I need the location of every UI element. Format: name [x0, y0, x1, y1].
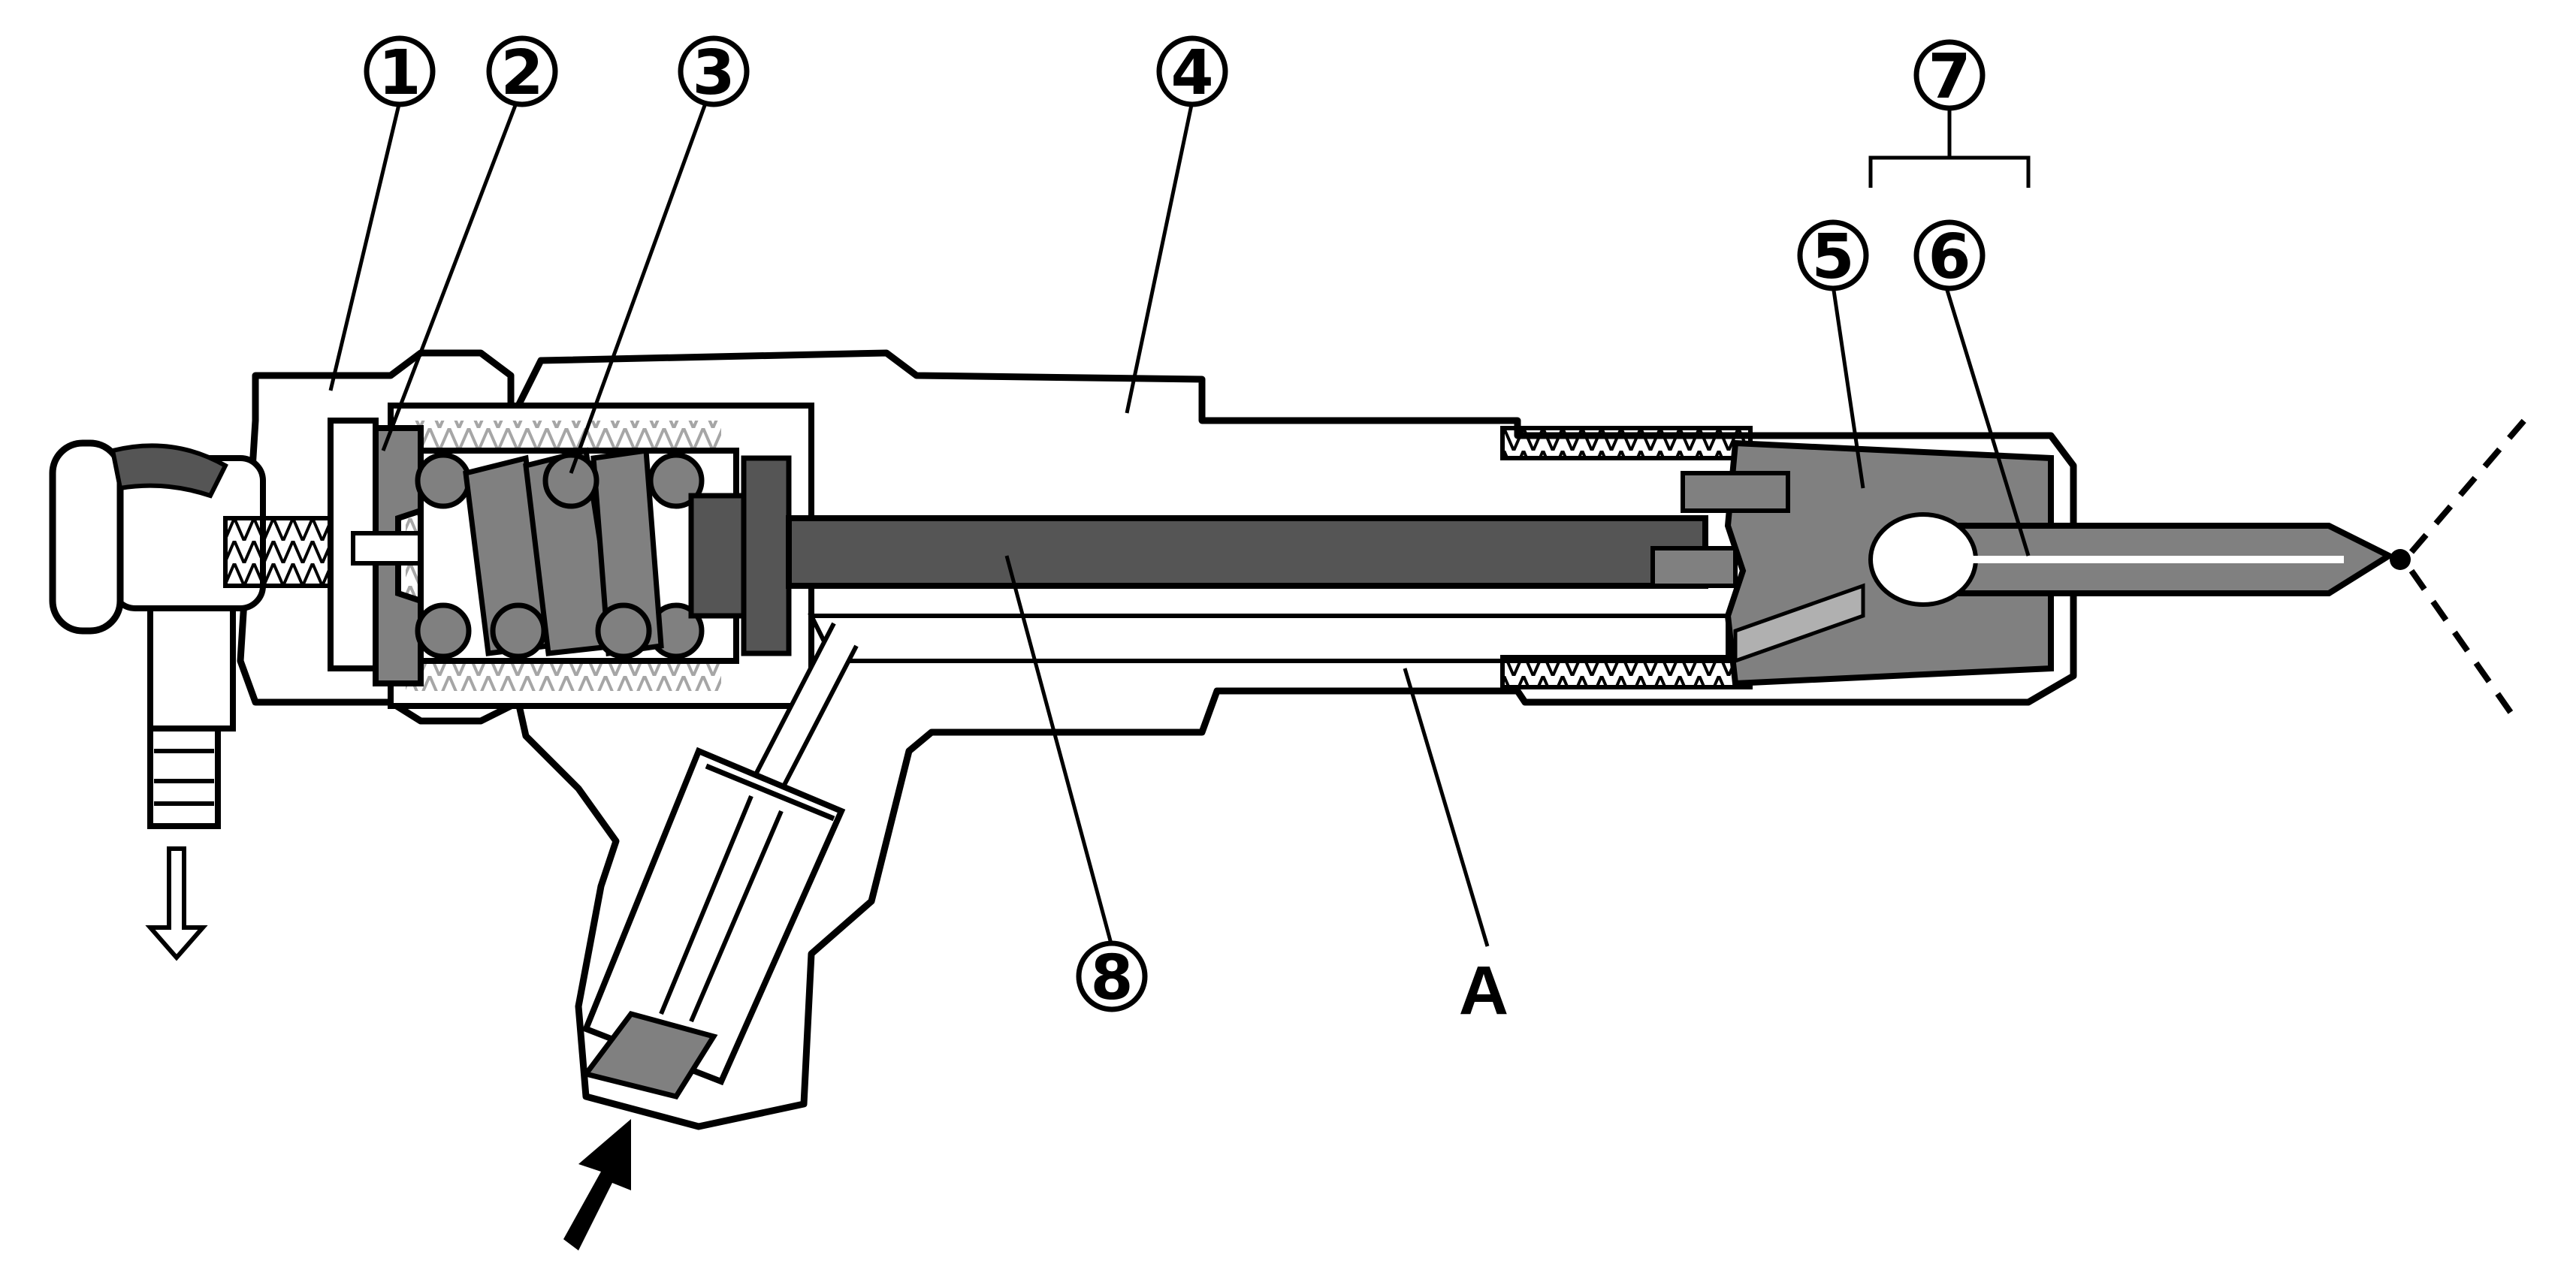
- callout-8: 8: [1076, 940, 1148, 1014]
- inlet-connector: [581, 747, 846, 1100]
- spring-seat: [328, 418, 438, 686]
- callout-a-label: A: [1459, 952, 1508, 1029]
- callout-4: 4: [1156, 35, 1228, 109]
- callout-2-label: 2: [500, 38, 543, 109]
- callout-7: 7: [1913, 39, 1986, 113]
- callout-6-label: 6: [1928, 222, 1971, 293]
- callout-1-label: 1: [378, 38, 421, 109]
- callout-7-label: 7: [1928, 41, 1971, 113]
- spring: [415, 447, 792, 664]
- push-rod: [786, 515, 1708, 589]
- callout-a: A: [1459, 952, 1508, 1029]
- leader-lines: [328, 101, 2031, 947]
- callout-3: 3: [678, 35, 750, 109]
- callout-5: 5: [1797, 219, 1869, 293]
- callout-5-label: 5: [1811, 222, 1854, 293]
- return-flow-arrow: [145, 846, 208, 961]
- cap-nut: [49, 439, 348, 829]
- callout-2: 2: [486, 35, 558, 109]
- callout-6: 6: [1913, 219, 1986, 293]
- callout-8-label: 8: [1090, 943, 1133, 1014]
- callout-1: 1: [364, 35, 436, 109]
- callout-3-label: 3: [692, 38, 735, 109]
- spray-pattern: [2408, 418, 2527, 723]
- nozzle-needle: [1868, 512, 2411, 607]
- nozzle-nut: [1500, 426, 1753, 689]
- callout-4-label: 4: [1170, 38, 1213, 109]
- inlet-flow-arrow: [563, 1119, 631, 1250]
